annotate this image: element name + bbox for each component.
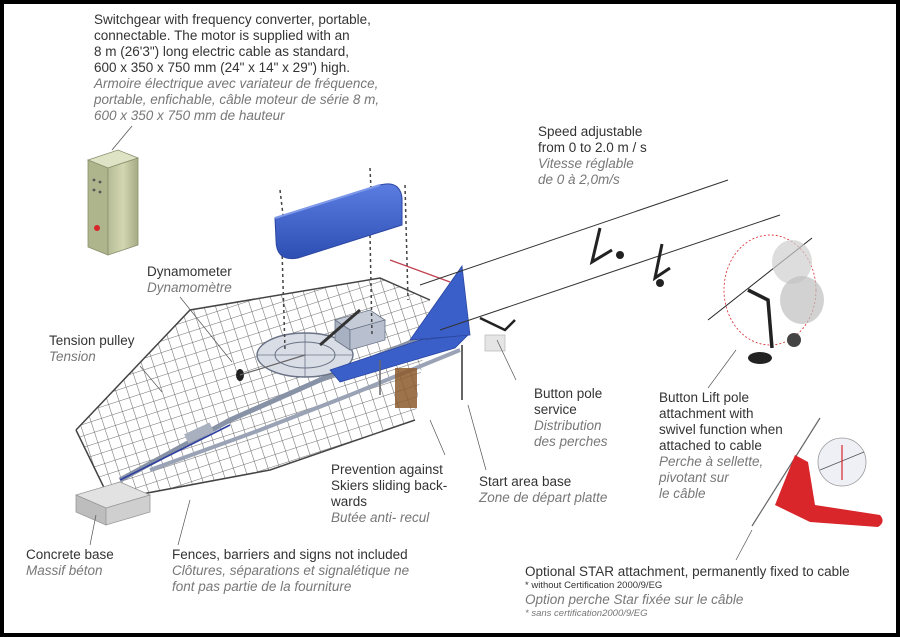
switchgear-cabinet: [86, 125, 140, 256]
prevention-en-1: Prevention against: [331, 462, 443, 477]
fences-en: Fences, barriers and signs not included: [172, 547, 408, 562]
button-lift-fr-1: Perche à sellette,: [659, 454, 764, 469]
star-attachment: [751, 417, 883, 527]
label-prevention: Prevention against Skiers sliding back- …: [331, 462, 447, 526]
speed-fr-2: de 0 à 2,0m/s: [538, 172, 620, 187]
button-lift-en-3: swivel function when: [659, 422, 783, 437]
switchgear-en-3: 8 m (26'3") long electric cable as stand…: [94, 44, 349, 59]
start-platform: [329, 264, 471, 400]
start-area-fr: Zone de départ platte: [479, 490, 608, 505]
label-speed: Speed adjustable from 0 to 2.0 m / s Vit…: [538, 124, 647, 188]
button-poles: [479, 227, 671, 352]
speed-en-2: from 0 to 2.0 m / s: [538, 140, 647, 155]
switchgear-en-4: 600 x 350 x 750 mm (24" x 14" x 29") hig…: [94, 60, 351, 75]
button-service-fr-2: des perches: [534, 434, 608, 449]
haul-cable: [419, 179, 781, 331]
concrete-base: [74, 481, 152, 526]
star-note-fr: * sans certification2000/9/EG: [525, 608, 648, 619]
swivel-pole-detail: [707, 234, 824, 364]
button-service-en-1: Button pole: [534, 386, 603, 401]
dynamometer-en: Dynamometer: [147, 264, 232, 279]
label-tension-pulley: Tension pulley Tension: [49, 333, 135, 365]
prevention-en-2: Skiers sliding back-: [331, 478, 448, 493]
label-switchgear: Switchgear with frequency converter, por…: [94, 12, 379, 124]
bullwheel: [236, 332, 354, 381]
button-service-en-2: service: [534, 402, 577, 417]
button-service-fr-1: Distribution: [534, 418, 602, 433]
label-button-lift: Button Lift pole attachment with swivel …: [659, 390, 783, 502]
motor-unit: [319, 308, 386, 351]
switchgear-fr-3: 600 x 350 x 750 mm de hauteur: [94, 108, 285, 123]
button-lift-en-1: Button Lift pole: [659, 390, 750, 405]
concrete-en: Concrete base: [26, 547, 114, 562]
speed-fr-1: Vitesse réglable: [538, 156, 634, 171]
speed-en-1: Speed adjustable: [538, 124, 643, 139]
tension-en: Tension pulley: [49, 333, 135, 348]
switchgear-fr-1: Armoire électrique avec variateur de fré…: [94, 76, 379, 91]
label-button-pole-service: Button pole service Distribution des per…: [534, 386, 608, 450]
start-area-en: Start area base: [479, 474, 572, 489]
anti-rollback-stop: [395, 368, 417, 408]
star-en: Optional STAR attachment, permanently fi…: [525, 564, 850, 579]
button-lift-fr-3: le câble: [659, 486, 706, 501]
prevention-fr: Butée anti- recul: [331, 510, 430, 525]
leader-lines: [89, 296, 753, 561]
label-fences: Fences, barriers and signs not included …: [172, 547, 409, 595]
switchgear-en-2: connectable. The motor is supplied with …: [94, 28, 350, 43]
tension-fr: Tension: [49, 349, 96, 364]
prevention-en-3: wards: [331, 494, 368, 509]
label-concrete-base: Concrete base Massif béton: [26, 547, 114, 579]
switchgear-en-1: Switchgear with frequency converter, por…: [94, 12, 371, 27]
button-lift-en-4: attached to cable: [659, 438, 762, 453]
star-note-en: * without Certification 2000/9/EG: [525, 580, 663, 591]
button-lift-en-2: attachment with: [659, 406, 754, 421]
label-star-attachment: Optional STAR attachment, permanently fi…: [525, 564, 850, 620]
label-dynamometer: Dynamometer Dynamomètre: [147, 264, 232, 296]
roof-canopy: [274, 167, 451, 351]
fences-fr-1: Clôtures, séparations et signalétique ne: [172, 563, 410, 578]
concrete-fr: Massif béton: [26, 563, 103, 578]
dynamometer-fr: Dynamomètre: [147, 280, 232, 295]
label-start-area: Start area base Zone de départ platte: [479, 474, 607, 506]
switchgear-fr-2: portable, enfichable, câble moteur de sé…: [94, 92, 380, 107]
star-fr: Option perche Star fixée sur le câble: [525, 592, 744, 607]
button-lift-fr-2: pivotant sur: [659, 470, 729, 485]
fences-fr-2: font pas partie de la fourniture: [172, 579, 352, 594]
